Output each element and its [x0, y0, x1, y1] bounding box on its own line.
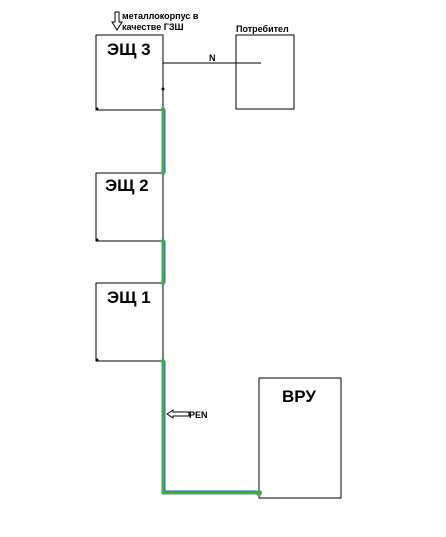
pen-label: PEN — [189, 410, 208, 420]
eshch3-label: ЭЩ 3 — [107, 40, 151, 59]
corner-dot — [95, 238, 99, 242]
terminal-dot — [161, 87, 165, 91]
neutral-label: N — [209, 53, 216, 63]
note-line-1: металлокорпус в — [122, 11, 199, 21]
eshch2-box — [95, 172, 164, 242]
connection-node — [161, 107, 165, 111]
connection-node — [161, 239, 165, 243]
eshch2-label: ЭЩ 2 — [105, 176, 149, 195]
connection-node — [161, 359, 165, 363]
corner-dot — [95, 107, 99, 111]
eshch3-box — [95, 34, 164, 111]
consumer-box — [235, 34, 295, 110]
pen-wire — [161, 109, 259, 495]
pen-wire-edge — [164, 361, 259, 492]
pen-arrow-icon — [166, 409, 190, 419]
eshch1-box — [95, 282, 164, 362]
connection-node — [161, 281, 165, 285]
connection-node — [256, 490, 262, 496]
note-line-2: качестве ГЗШ — [122, 22, 184, 32]
vru-box — [258, 377, 342, 499]
vru-label: ВРУ — [282, 387, 316, 406]
pen-wire-segment-1-vru — [161, 361, 259, 495]
consumer-label: Потребител — [236, 24, 289, 34]
connection-node — [161, 171, 165, 175]
corner-dot — [95, 358, 99, 362]
eshch1-label: ЭЩ 1 — [107, 288, 151, 307]
down-arrow-icon — [111, 11, 123, 31]
